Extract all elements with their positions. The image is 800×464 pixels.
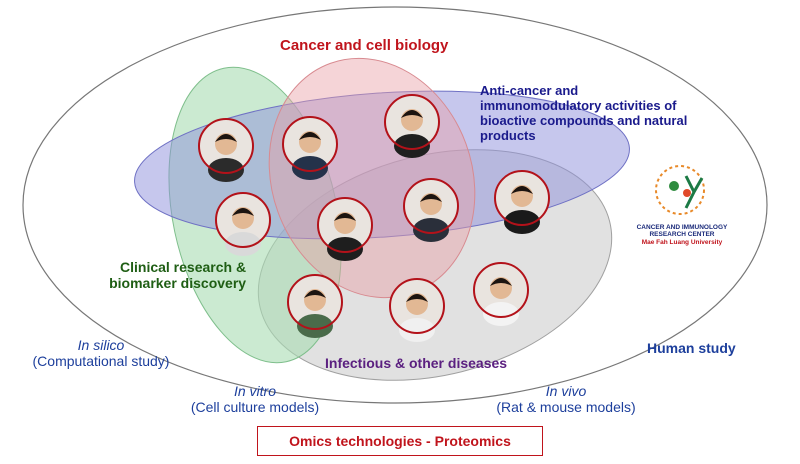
anticancer-line-1: Anti-cancer and: [480, 83, 579, 98]
member-photo: [287, 274, 343, 338]
research-center-logo: [655, 165, 705, 215]
in-silico-title: In silico: [77, 337, 125, 353]
member-photo: [494, 170, 550, 234]
in-vivo-title: In vivo: [545, 383, 587, 399]
member-photo: [384, 94, 440, 158]
member-photo: [317, 197, 373, 261]
clinical-line-1: Clinical research &: [120, 259, 247, 275]
in-silico-subtitle: (Computational study): [32, 353, 170, 370]
in-vivo-label: In vivo (Rat & mouse models): [482, 383, 650, 415]
in-vitro-label: In vitro (Cell culture models): [170, 383, 340, 415]
cancer-cell-biology-label: Cancer and cell biology: [280, 37, 449, 54]
member-photo: [403, 178, 459, 242]
member-photo: [389, 278, 445, 342]
anticancer-line-4: products: [480, 127, 536, 143]
anticancer-line-3: bioactive compounds and natural: [480, 112, 688, 128]
logo-university: Mae Fah Luang University: [641, 238, 723, 246]
omics-box: Omics technologies - Proteomics: [257, 426, 543, 456]
member-photo: [215, 192, 271, 256]
human-study-label: Human study: [647, 340, 736, 356]
anticancer-label: Anti-cancer and immunomodulatory activit…: [480, 83, 688, 144]
in-silico-label: In silico (Computational study): [22, 337, 180, 369]
logo-text: CANCER AND IMMUNOLOGY RESEARCH CENTER Ma…: [632, 224, 732, 246]
omics-label: Omics technologies - Proteomics: [289, 433, 511, 449]
in-vitro-title: In vitro: [233, 383, 276, 399]
in-vitro-subtitle: (Cell culture models): [190, 399, 320, 416]
infectious-diseases-label: Infectious & other diseases: [325, 355, 508, 371]
anticancer-line-2: immunomodulatory activities of: [480, 97, 677, 113]
member-photo: [282, 116, 338, 180]
logo-name-line-2: RESEARCH CENTER: [649, 231, 715, 239]
member-photo: [198, 118, 254, 182]
member-photo: [473, 262, 529, 326]
in-vivo-subtitle: (Rat & mouse models): [496, 399, 636, 416]
clinical-research-label: Clinical research & biomarker discovery: [104, 259, 246, 291]
logo-name-line-1: CANCER AND IMMUNOLOGY: [636, 224, 728, 231]
clinical-line-2: biomarker discovery: [109, 275, 247, 292]
